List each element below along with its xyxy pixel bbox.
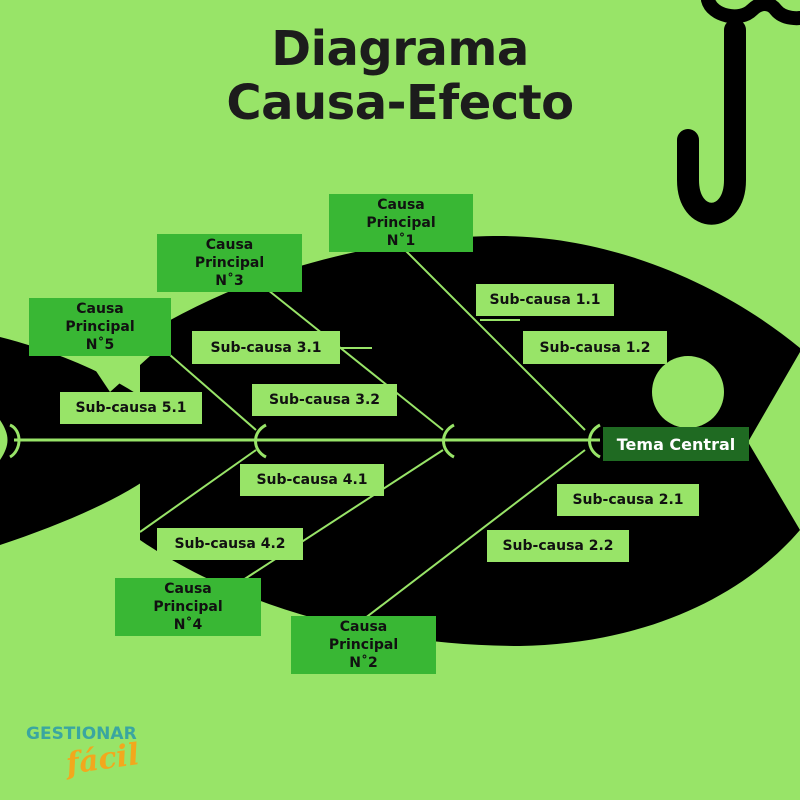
- subcause-4-1: Sub-causa 4.1: [240, 464, 384, 496]
- fishing-hook-icon: [677, 0, 800, 225]
- title-line-2: Causa-Efecto: [226, 75, 574, 131]
- subcause-2-2: Sub-causa 2.2: [487, 530, 629, 562]
- fish-eye-icon: [652, 356, 724, 428]
- cause5-pointer: [86, 356, 150, 392]
- subcause-3-1: Sub-causa 3.1: [192, 331, 340, 364]
- subcause-1-1: Sub-causa 1.1: [476, 284, 614, 316]
- cause-box-1: Causa Principal N˚1: [329, 194, 473, 252]
- title-line-1: Diagrama: [271, 21, 529, 77]
- subcause-2-1: Sub-causa 2.1: [557, 484, 699, 516]
- cause-box-5: Causa Principal N˚5: [29, 298, 171, 356]
- logo-line-1: GESTIONAR: [26, 724, 137, 744]
- upper-bones: [169, 244, 586, 431]
- bone-joints: [9, 423, 601, 459]
- subcause-5-1: Sub-causa 5.1: [60, 392, 202, 424]
- lower-bones: [139, 449, 586, 623]
- gestionar-facil-logo: GESTIONAR fácil: [26, 724, 141, 784]
- central-topic-box: Tema Central: [603, 427, 749, 461]
- subcause-1-2: Sub-causa 1.2: [523, 331, 667, 364]
- subcause-4-2: Sub-causa 4.2: [157, 528, 303, 560]
- subcause-3-2: Sub-causa 3.2: [252, 384, 397, 416]
- cause-box-4: Causa Principal N˚4: [115, 578, 261, 636]
- cause-box-3: Causa Principal N˚3: [157, 234, 302, 292]
- cause-box-2: Causa Principal N˚2: [291, 616, 436, 674]
- diagram-title: Diagrama Causa-Efecto: [150, 22, 650, 130]
